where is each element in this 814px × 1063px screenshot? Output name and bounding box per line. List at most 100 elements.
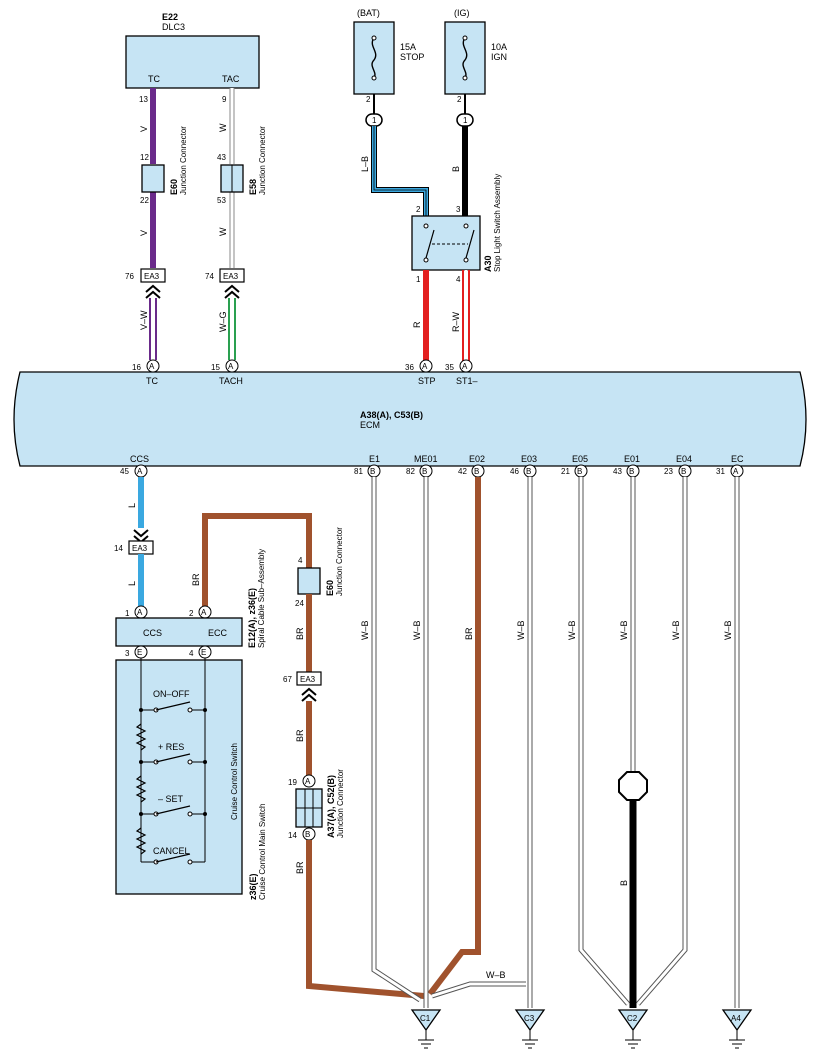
- wire-label-w-1: W: [218, 123, 228, 132]
- a37-text: Junction Connector: [336, 769, 345, 838]
- ea3-label-14: EA3: [132, 544, 148, 553]
- fuse-stop: (BAT) 15A STOP 2: [353, 8, 424, 104]
- ea3-label-67: EA3: [300, 675, 316, 684]
- spiral-ecc: ECC: [208, 628, 228, 638]
- stop-switch-pin-3: 3: [456, 205, 461, 214]
- wire-label-wb-e04: W–B: [671, 620, 681, 640]
- spiral-pin-1-conn: A: [137, 608, 143, 617]
- fuse-ign-source: (IG): [454, 8, 470, 18]
- cruise-main-switch-code: z36(E): [248, 873, 258, 900]
- ecm-top-pin-tach: 15 A TACH: [211, 359, 243, 386]
- wire-br-1: [202, 513, 312, 606]
- pin-name: TC: [146, 376, 158, 386]
- wire-label-wb-e01: W–B: [619, 620, 629, 640]
- ground-label-c3: C3: [524, 1014, 535, 1023]
- wire-label-br-2: BR: [295, 627, 305, 640]
- fuse-ign-rating: 10A: [491, 42, 507, 52]
- pin-number: 15: [211, 363, 220, 372]
- pin-name: CCS: [130, 454, 149, 464]
- pin-conn: B: [629, 467, 634, 476]
- fuse-stop-rating: 15A: [400, 42, 416, 52]
- pin-conn: B: [370, 467, 375, 476]
- spiral-pin-3-conn: E: [137, 648, 142, 657]
- wire-label-wb-e05: W–B: [567, 620, 577, 640]
- junction-e58: 43 53 E58 Junction Connector: [217, 126, 267, 205]
- ea3-arrow-14: [133, 529, 149, 544]
- switch-label-cancel: CANCEL: [153, 846, 190, 856]
- spiral-pin-4: 4: [189, 649, 194, 658]
- pin-number: 82: [406, 467, 415, 476]
- wire-label-l-2: L: [127, 581, 137, 586]
- ea3-label-76: EA3: [144, 272, 160, 281]
- pin-name: E02: [469, 454, 485, 464]
- stop-switch-code: A30: [483, 255, 493, 272]
- cruise-main-switch-text: Cruise Control Main Switch: [258, 804, 267, 900]
- wire-label-w-2: W: [218, 227, 228, 236]
- fuse-stop-name: STOP: [400, 52, 424, 62]
- wire-label-wb-c1-c3: W–B: [486, 970, 506, 980]
- pin-name: ST1–: [456, 376, 478, 386]
- pin-name: E1: [369, 454, 380, 464]
- e60-mid-code: E60: [325, 580, 335, 596]
- wire-label-lb: L–B: [360, 156, 370, 172]
- spiral-pin-3: 3: [125, 649, 130, 658]
- e58-text: Junction Connector: [258, 126, 267, 195]
- wire-label-rw: R–W: [451, 311, 461, 332]
- spiral-text: Spiral Cable Sub–Assembly: [257, 549, 266, 648]
- wire-label-b-c2: B: [619, 880, 629, 886]
- dlc3-pin-tac: TAC: [222, 74, 240, 84]
- stop-light-switch: 2 3 1 4 A30 Stop Light Switch Assembly: [411, 174, 502, 284]
- pin-conn: B: [681, 467, 686, 476]
- dlc3-connector: E22 DLC3 TC TAC: [125, 12, 260, 89]
- switch-res: + RES: [139, 742, 207, 765]
- wire-label-br-3: BR: [295, 729, 305, 742]
- wire-label-r: R: [412, 321, 422, 328]
- e60-top-text: Junction Connector: [179, 126, 188, 195]
- switch-set: – SET: [139, 794, 207, 817]
- ea3-connector-76: 76 EA3: [125, 268, 166, 299]
- dlc3-box: [125, 35, 260, 89]
- pin-name: E03: [521, 454, 537, 464]
- a37-code: A37(A), C52(B): [326, 775, 336, 838]
- e60-mid-pin-in: 4: [298, 556, 303, 565]
- pin-number: 36: [405, 363, 414, 372]
- ecm-bottom-pin-e01: E01 43 B: [613, 454, 640, 478]
- stop-switch-text: Stop Light Switch Assembly: [493, 174, 502, 272]
- ea3-connector-14: 14 EA3: [114, 540, 154, 555]
- fuse-ign: (IG) 10A IGN 2: [444, 8, 507, 104]
- dlc3-pin-tc: TC: [148, 74, 160, 84]
- wire-label-l-1: L: [127, 503, 137, 508]
- fuse-ign-connector-num: 1: [463, 116, 468, 125]
- pin-number: 35: [445, 363, 454, 372]
- splice-octagon: [618, 771, 648, 801]
- spiral-pin-2-conn: A: [201, 608, 207, 617]
- wire-rw: [462, 270, 470, 362]
- pin-number: 31: [716, 467, 725, 476]
- pin-conn: A: [462, 362, 468, 371]
- ground-label-c2: C2: [627, 1014, 638, 1023]
- ground-label-a4: A4: [731, 1014, 741, 1023]
- spiral-ccs: CCS: [143, 628, 162, 638]
- ecm-bottom-pin-ec: EC 31 A: [716, 454, 744, 478]
- wire-label-v-2: V: [139, 230, 149, 236]
- e60-top-pin-out: 22: [140, 196, 149, 205]
- pin-number: 46: [510, 467, 519, 476]
- switch-on-off: ON–OFF: [139, 689, 207, 713]
- ecm-top-pin-st1: 35 A ST1–: [445, 359, 478, 386]
- fuse-ign-pin: 2: [457, 95, 462, 104]
- pin-conn: A: [228, 362, 234, 371]
- wire-label-br-1: BR: [191, 573, 201, 586]
- pin-number: 42: [458, 467, 467, 476]
- pin-name: TACH: [219, 376, 243, 386]
- spiral-pin-4-conn: E: [201, 648, 206, 657]
- stop-switch-pin-2: 2: [416, 205, 421, 214]
- e60-top-code: E60: [169, 179, 179, 195]
- ecm-bottom-pin-e1: E1 81 B: [354, 454, 381, 478]
- fuse-ign-name: IGN: [491, 52, 507, 62]
- spiral-code: E12(A), z36(E): [247, 588, 257, 648]
- e58-pin-out: 53: [217, 196, 226, 205]
- pin-conn: B: [577, 467, 582, 476]
- ea3-pin-76: 76: [125, 272, 134, 281]
- ecm-bottom-pin-e03: E03 46 B: [510, 454, 537, 478]
